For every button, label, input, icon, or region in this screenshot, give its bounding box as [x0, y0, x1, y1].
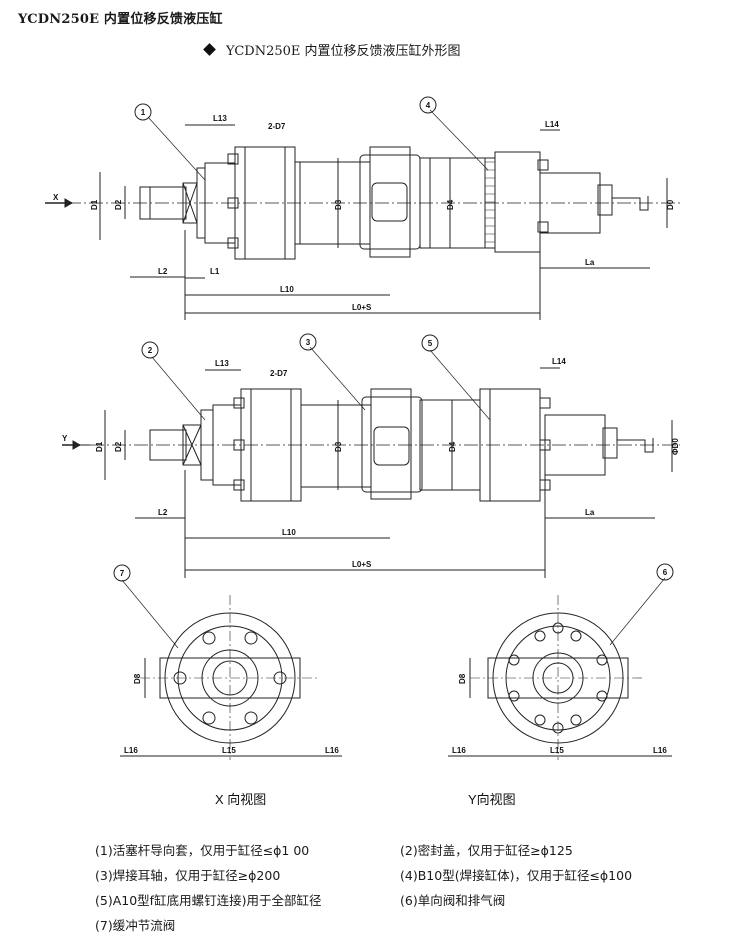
dim-L14-top: L14	[545, 120, 559, 129]
top-side-view	[45, 109, 680, 320]
callout-circle-7	[113, 564, 131, 582]
drawing-subtitle: YCDN250E 内置位移反馈液压缸外形图	[203, 40, 461, 59]
dim-L15-x: L15	[222, 746, 236, 755]
callout-3: 3	[306, 338, 311, 347]
dim-L0S-bottom: L0+S	[352, 560, 372, 569]
callout-circle-2	[141, 341, 159, 359]
dim-D2-bottom: D2	[114, 441, 123, 452]
note-item: (4)B10型(焊接缸体)，仅用于缸径≤ϕ100	[400, 868, 633, 883]
dim-D7-bottom: 2-D7	[270, 369, 288, 378]
callout-5: 5	[428, 339, 433, 348]
dim-La-top: La	[585, 258, 595, 267]
callout-circle-6	[656, 563, 674, 581]
note-item: (7)缓冲节流阀	[95, 918, 176, 933]
callout-circle-4	[419, 96, 437, 114]
dim-L13-bottom: L13	[215, 359, 229, 368]
note-item: (5)A10型f缸底用螺钉连接)用于全部缸径	[95, 893, 322, 908]
dim-L16-y-left: L16	[452, 746, 466, 755]
dim-D1-top: D1	[90, 199, 99, 210]
dim-D8-x: D8	[133, 673, 142, 684]
dim-L10-top: L10	[280, 285, 294, 294]
bottom-side-view	[62, 346, 680, 578]
dim-D4-bottom: D4	[448, 441, 457, 452]
dim-D3-bottom: D3	[334, 441, 343, 452]
dim-L0S-top: L0+S	[352, 303, 372, 312]
note-item: (3)焊接耳轴，仅用于缸径≥ϕ200	[95, 868, 281, 883]
dim-L2-bottom: L2	[158, 508, 168, 517]
note-item: (1)活塞杆导向套，仅用于缸径≤ϕ1 00	[95, 843, 310, 858]
y-view-label: Y向视图	[468, 792, 516, 807]
x-end-view	[120, 579, 342, 760]
view-marker-y: Y	[62, 434, 68, 443]
callout-4: 4	[426, 101, 431, 110]
dim-L16-x-right: L16	[325, 746, 339, 755]
dim-L14-bottom: L14	[552, 357, 566, 366]
dim-L10-bottom: L10	[282, 528, 296, 537]
dim-D4-top: D4	[446, 199, 455, 210]
dim-D0-top: D0	[666, 199, 675, 210]
dim-L1-top: L1	[210, 267, 220, 276]
document-title: YCDN250E 内置位移反馈液压缸	[18, 12, 223, 27]
dim-D7-top: 2-D7	[268, 122, 286, 131]
dim-D2-top: D2	[114, 199, 123, 210]
dim-L2-top: L2	[158, 267, 168, 276]
callout-2: 2	[148, 346, 153, 355]
subtitle-text: YCDN250E 内置位移反馈液压缸外形图	[226, 44, 461, 59]
view-marker-x: X	[53, 193, 59, 202]
callout-circle-1	[134, 103, 152, 121]
dim-L16-y-right: L16	[653, 746, 667, 755]
y-end-view	[448, 577, 672, 760]
dim-PhiD0-bottom: ΦD0	[671, 438, 680, 455]
callout-6: 6	[663, 568, 668, 577]
callout-circle-3	[299, 333, 317, 351]
note-item: (6)单向阀和排气阀	[400, 893, 506, 908]
note-item: (2)密封盖，仅用于缸径≥ϕ125	[400, 843, 573, 858]
dim-La-bottom: La	[585, 508, 595, 517]
dim-D3-top: D3	[334, 199, 343, 210]
x-view-label: X 向视图	[215, 792, 266, 807]
dim-L16-x-left: L16	[124, 746, 138, 755]
dim-L15-y: L15	[550, 746, 564, 755]
notes-list: (1)活塞杆导向套，仅用于缸径≤ϕ1 00 (2)密封盖，仅用于缸径≥ϕ125 …	[95, 840, 715, 934]
dim-D1-bottom: D1	[95, 441, 104, 452]
dim-L13-top: L13	[213, 114, 227, 123]
dim-D8-y: D8	[458, 673, 467, 684]
callout-circle-5	[421, 334, 439, 352]
callout-7: 7	[120, 569, 125, 578]
callout-1: 1	[141, 108, 146, 117]
